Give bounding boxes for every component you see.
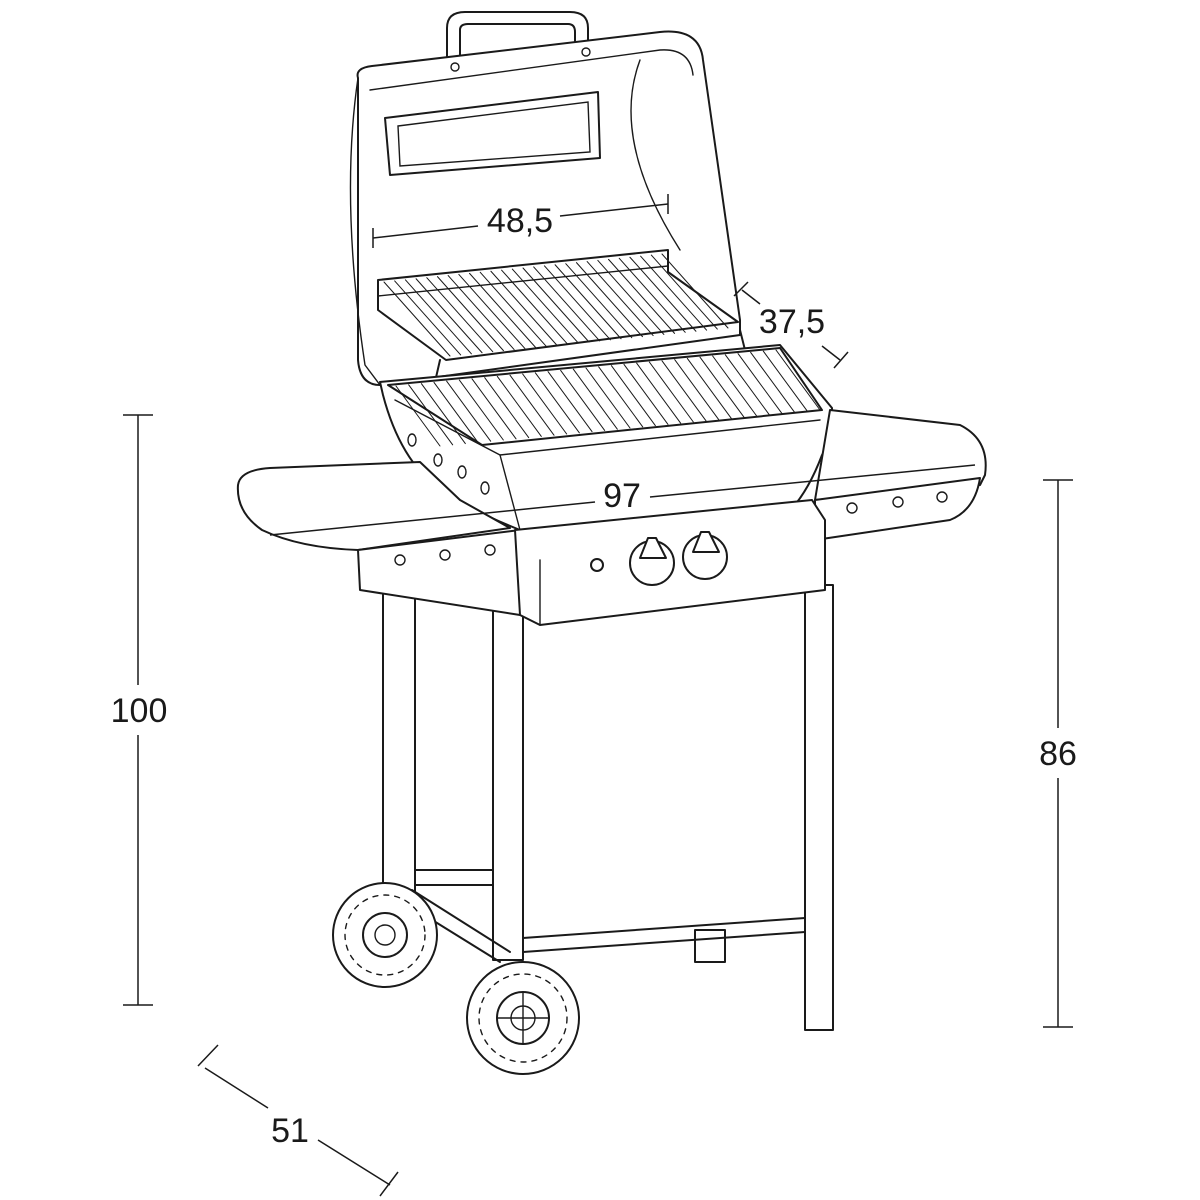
wheel-rear: [332, 882, 438, 988]
burner-knob-right: [682, 531, 728, 580]
leg-rear-right-foot: [694, 929, 726, 963]
leg-front-right: [804, 584, 834, 1031]
dim-total-depth: [197, 1044, 399, 1197]
grill-lid: [349, 11, 741, 386]
wheel-front: [466, 961, 580, 1075]
dim-label-total-depth: 51: [271, 1112, 309, 1150]
leg-rear-left: [492, 599, 524, 961]
lid-shell: [356, 30, 741, 386]
dim-label-grill-width: 48,5: [487, 202, 553, 240]
burner-knob-left: [629, 537, 675, 586]
warming-rack: [377, 249, 753, 396]
dim-total-width: [269, 464, 976, 536]
rail-front: [522, 917, 806, 953]
lid-handle: [446, 11, 589, 71]
dim-label-table-height: 86: [1039, 735, 1077, 773]
side-table-right: [814, 409, 987, 541]
dim-total-height: [123, 414, 153, 1006]
igniter-button: [590, 558, 604, 572]
dim-grill-depth: [733, 281, 849, 369]
cart-frame: [382, 584, 834, 1031]
dim-label-total-height: 100: [111, 692, 168, 730]
control-panel: [514, 499, 826, 626]
rail-left: [414, 869, 494, 886]
dim-table-height: [1043, 479, 1073, 1028]
cooking-grate: [387, 347, 823, 447]
side-table-left: [236, 461, 521, 616]
dim-grill-width: [372, 194, 669, 248]
lid-window: [384, 91, 601, 176]
dim-label-total-width: 97: [603, 477, 641, 515]
dim-label-grill-depth: 37,5: [759, 303, 825, 341]
